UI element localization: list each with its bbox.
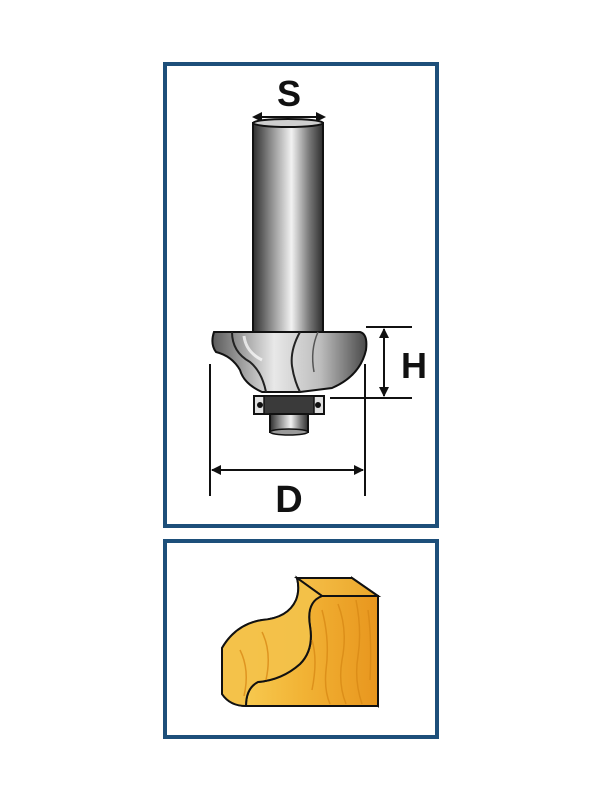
diameter-dimension: D: [209, 364, 366, 521]
cutting-height-label: H: [401, 345, 427, 386]
cutting-diameter-label: D: [275, 479, 302, 521]
router-bit-bearing: [253, 395, 325, 436]
height-dimension: H: [330, 326, 427, 399]
router-bit-shank: [252, 118, 324, 334]
shank-dimension: S: [252, 73, 326, 122]
router-bit-cutter: [211, 331, 368, 393]
wood-profile-illustration: [221, 575, 382, 708]
shank-diameter-label: S: [277, 73, 301, 114]
